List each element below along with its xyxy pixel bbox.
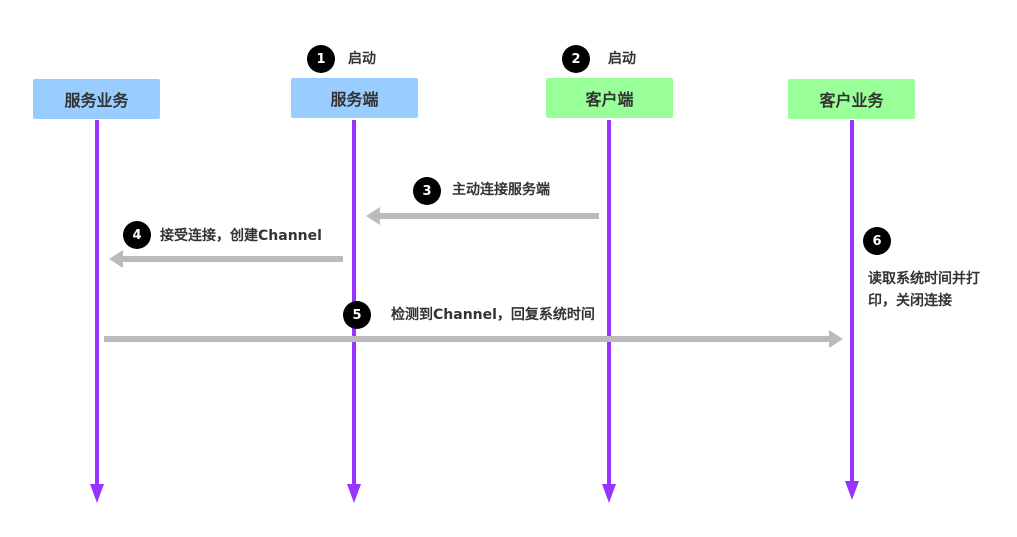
step-2-badge: 2 [562,45,590,73]
lane-header-client-business: 客户业务 [788,79,915,119]
step-5-label: 检测到Channel，回复系统时间 [391,307,595,323]
step-2-label: 启动 [608,51,636,67]
step-5-badge: 5 [343,301,371,329]
message-arrows [104,207,843,348]
lifeline-arrowhead [347,484,361,503]
step-1-badge: 1 [307,45,335,73]
step-3-badge: 3 [413,177,441,205]
arrowhead [829,330,843,348]
lane-header-service-business: 服务业务 [33,79,160,119]
lifeline-arrowhead [602,484,616,503]
step-6-label: 读取系统时间并打印，关闭连接 [868,271,980,309]
step-1-label: 启动 [348,51,376,67]
lifeline-arrowhead [845,481,859,500]
lane-header-server: 服务端 [291,78,418,118]
step-3-label: 主动连接服务端 [452,182,550,198]
arrowhead [109,250,123,268]
step-4-label: 接受连接，创建Channel [160,228,322,244]
lane-header-client: 客户端 [546,78,673,118]
step-6-badge: 6 [863,227,891,255]
arrowhead [366,207,380,225]
step-4-badge: 4 [123,221,151,249]
lifeline-arrowhead [90,484,104,503]
